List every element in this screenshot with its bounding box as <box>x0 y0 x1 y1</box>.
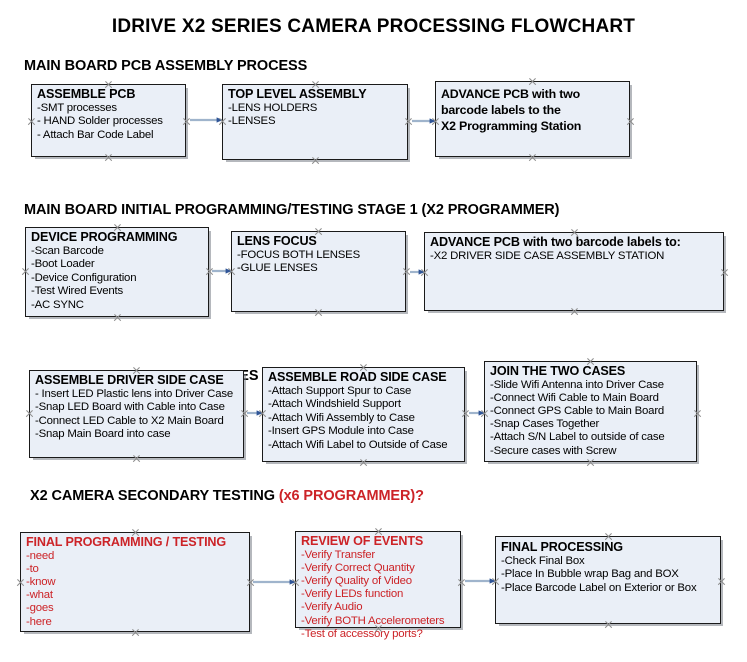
process-box-line: - HAND Solder processes <box>37 115 163 128</box>
process-box-line: -Attach Wifi Assembly to Case <box>268 411 415 424</box>
process-box-line: ADVANCE PCB with two <box>441 87 580 101</box>
process-box-title: ASSEMBLE DRIVER SIDE CASE <box>35 373 224 387</box>
process-box-line: -X2 DRIVER SIDE CASE ASSEMBLY STATION <box>430 249 665 262</box>
process-box-line: -Attach S/N Label to outside of case <box>490 431 665 444</box>
process-box-title: JOIN THE TWO CASES <box>490 364 626 378</box>
process-box-line: -Attach Support Spur to Case <box>268 384 412 397</box>
process-box-line: - Attach Bar Code Label <box>37 128 154 141</box>
process-box-line: -what <box>26 589 53 602</box>
process-box-title: ADVANCE PCB with two barcode labels to: <box>430 235 681 249</box>
process-box-line: -Snap Main Board into case <box>35 428 171 441</box>
process-box-advance-pcb-to-x2-programming-station[interactable]: ADVANCE PCB with two barcode labels to th… <box>435 81 630 157</box>
process-box-line: -SMT processes <box>37 101 117 114</box>
section-heading-text: MAIN BOARD PCB ASSEMBLY PROCESS <box>24 58 308 74</box>
process-box-line: -Verify LEDs function <box>301 588 404 601</box>
process-box-title: TOP LEVEL ASSEMBLY <box>228 87 367 101</box>
process-box-line: -AC SYNC <box>31 298 84 311</box>
process-box-line: X2 Programming Station <box>441 119 582 133</box>
process-box-line: -Device Configuration <box>31 271 137 284</box>
page-title: IDRIVE X2 SERIES CAMERA PROCESSING FLOWC… <box>111 16 636 37</box>
process-box-line: -LENS HOLDERS <box>228 101 318 114</box>
process-box-line: -LENSES <box>228 115 276 128</box>
process-box-line: -FOCUS BOTH LENSES <box>237 248 360 261</box>
process-box-assemble-road-side-case[interactable]: ASSEMBLE ROAD SIDE CASE-Attach Support S… <box>262 367 465 462</box>
process-box-device-programming[interactable]: DEVICE PROGRAMMING-Scan Barcode-Boot Loa… <box>25 227 209 317</box>
section-heading-text: X2 CAMERA SECONDARY TESTING <box>30 488 279 504</box>
process-box-line: -Attach Wifi Label to Outside of Case <box>268 438 448 451</box>
process-box-line: -need <box>26 549 55 562</box>
process-box-title: LENS FOCUS <box>237 234 317 248</box>
process-box-title: ASSEMBLE ROAD SIDE CASE <box>268 370 447 384</box>
process-box-line: -Connect Wifi Cable to Main Board <box>490 391 659 404</box>
process-box-title: DEVICE PROGRAMMING <box>31 230 178 244</box>
process-box-final-processing[interactable]: FINAL PROCESSING-Check Final Box-Place I… <box>495 536 721 624</box>
process-box-line: barcode labels to the <box>441 103 561 117</box>
process-box-line: -Verify BOTH Accelerometers <box>301 614 445 627</box>
section-heading-main-board-initial-programming: MAIN BOARD INITIAL PROGRAMMING/TESTING S… <box>24 202 560 218</box>
process-box-line: -Snap LED Board with Cable into Case <box>35 401 225 414</box>
process-box-line: -GLUE LENSES <box>237 262 318 275</box>
process-box-top-level-assembly[interactable]: TOP LEVEL ASSEMBLY-LENS HOLDERS-LENSES <box>222 84 408 160</box>
process-box-line: -goes <box>26 602 54 615</box>
process-box-line: -Verify Transfer <box>301 548 376 561</box>
process-box-title: REVIEW OF EVENTS <box>301 534 424 548</box>
process-box-line: -Place Barcode Label on Exterior or Box <box>501 581 697 594</box>
process-box-line: -Test of accessory ports? <box>301 627 423 640</box>
process-box-assemble-driver-side-case[interactable]: ASSEMBLE DRIVER SIDE CASE- Insert LED Pl… <box>29 370 244 458</box>
section-heading-main-board-pcb-assembly: MAIN BOARD PCB ASSEMBLY PROCESS <box>24 58 307 74</box>
process-box-line: -Connect GPS Cable to Main Board <box>490 404 665 417</box>
process-box-line: -here <box>26 615 52 628</box>
process-box-line: -Place In Bubble wrap Bag and BOX <box>501 568 679 581</box>
process-box-line: -Scan Barcode <box>31 244 104 257</box>
process-box-line: -Attach Windshield Support <box>268 398 401 411</box>
process-box-line: -Verify Audio <box>301 601 363 614</box>
section-heading-accent: (x6 PROGRAMMER)? <box>278 488 424 504</box>
process-box-line: -to <box>26 562 39 575</box>
process-box-advance-pcb-to-driver-side-case-station[interactable]: ADVANCE PCB with two barcode labels to:-… <box>424 232 724 311</box>
section-heading-text: MAIN BOARD INITIAL PROGRAMMING/TESTING S… <box>24 202 560 218</box>
process-box-join-the-two-cases[interactable]: JOIN THE TWO CASES-Slide Wifi Antenna in… <box>484 361 697 462</box>
process-box-title: FINAL PROCESSING <box>501 540 623 554</box>
process-box-line: - Insert LED Plastic lens into Driver Ca… <box>35 387 233 400</box>
process-box-line: -Verify Correct Quantity <box>301 561 415 574</box>
process-box-line: -Insert GPS Module into Case <box>268 425 414 438</box>
process-box-line: -Test Wired Events <box>31 285 123 298</box>
process-box-lens-focus[interactable]: LENS FOCUS-FOCUS BOTH LENSES-GLUE LENSES <box>231 231 406 312</box>
process-box-review-of-events[interactable]: REVIEW OF EVENTS-Verify Transfer-Verify … <box>295 531 461 640</box>
process-box-line: -know <box>26 575 56 588</box>
process-box-line: -Boot Loader <box>31 258 95 271</box>
process-box-final-programming-testing[interactable]: FINAL PROGRAMMING / TESTING-need-to-know… <box>20 532 250 632</box>
process-box-line: -Secure cases with Screw <box>490 444 617 457</box>
process-box-line: -Slide Wifi Antenna into Driver Case <box>490 378 664 391</box>
process-box-line: -Check Final Box <box>501 554 585 567</box>
section-heading-x2-camera-secondary-testing: X2 CAMERA SECONDARY TESTING (x6 PROGRAMM… <box>30 488 424 504</box>
process-box-title: FINAL PROGRAMMING / TESTING <box>26 535 227 549</box>
process-box-line: -Snap Cases Together <box>490 418 600 431</box>
process-box-title: ASSEMBLE PCB <box>37 87 136 101</box>
process-box-line: -Connect LED Cable to X2 Main Board <box>35 414 224 427</box>
process-box-line: -Verify Quality of Video <box>301 574 412 587</box>
process-box-assemble-pcb[interactable]: ASSEMBLE PCB-SMT processes- HAND Solder … <box>31 84 186 157</box>
